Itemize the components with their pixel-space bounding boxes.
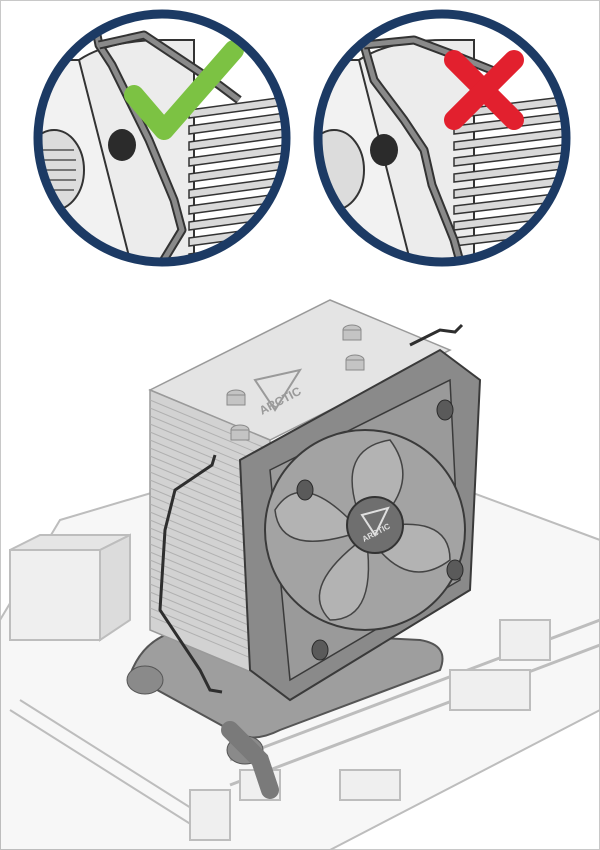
retention-clip: [158, 454, 223, 694]
cooler-installation-illustration: ARCTIC ARCTIC: [0, 299, 600, 850]
check-mark: [124, 40, 244, 140]
fan-hub: [346, 496, 404, 554]
retention-clip-top: [409, 323, 464, 347]
clip-hook: [108, 129, 136, 161]
fan: ARCTIC: [238, 348, 482, 702]
correct-clip-detail: [33, 9, 291, 267]
incorrect-clip-detail: [313, 9, 571, 267]
clip-hook: [370, 134, 398, 166]
cross-mark: [444, 50, 524, 130]
